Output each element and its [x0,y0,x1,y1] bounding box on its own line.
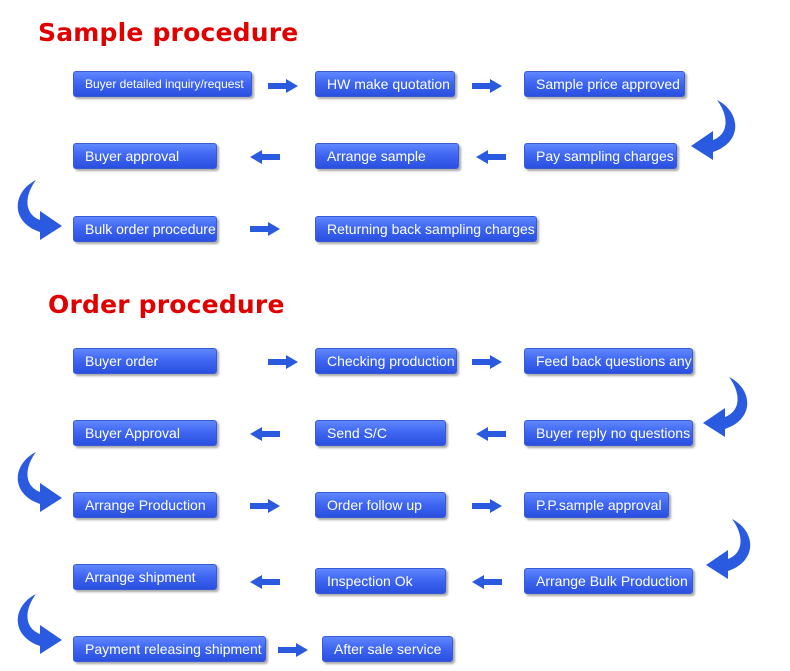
arrow-icon [472,575,502,589]
step-checking-production: Checking production [315,348,457,374]
step-feed-back-questions: Feed back questions any [524,348,693,374]
step-buyer-inquiry: Buyer detailed inquiry/request [73,71,252,97]
arrow-icon [472,499,502,513]
curved-arrow-icon [17,594,62,654]
curved-arrow-icon [706,519,751,579]
arrow-icon [250,222,280,236]
step-sample-price-approved: Sample price approved [524,71,685,97]
step-buyer-order: Buyer order [73,348,217,374]
step-arrange-production: Arrange Production [73,492,217,518]
sample-procedure-title: Sample procedure [38,18,299,47]
arrow-icon [250,575,280,589]
arrow-icon [476,150,506,164]
arrow-icon [278,643,308,657]
arrow-icon [472,79,502,93]
arrow-icon [268,355,298,369]
step-arrange-sample: Arrange sample [315,143,459,169]
step-arrange-shipment: Arrange shipment [73,564,217,590]
step-returning-sampling-charges: Returning back sampling charges [315,216,537,242]
step-buyer-approval-order: Buyer Approval [73,420,217,446]
curved-arrow-icon [703,377,748,437]
arrow-icon [476,427,506,441]
arrow-icon [250,427,280,441]
curved-arrow-icon [17,180,62,240]
arrow-icon [250,150,280,164]
arrow-icon [472,355,502,369]
step-after-sale-service: After sale service [322,636,453,662]
step-order-follow-up: Order follow up [315,492,446,518]
step-payment-releasing-shipment: Payment releasing shipment [73,636,266,662]
step-buyer-approval: Buyer approval [73,143,217,169]
step-inspection-ok: Inspection Ok [315,568,446,594]
arrow-icon [268,79,298,93]
step-pay-sampling-charges: Pay sampling charges [524,143,677,169]
order-procedure-title: Order procedure [48,290,285,319]
step-pp-sample-approval: P.P.sample approval [524,492,669,518]
step-buyer-reply-no-questions: Buyer reply no questions [524,420,693,446]
arrow-icon [250,499,280,513]
step-send-sc: Send S/C [315,420,446,446]
curved-arrow-icon [691,100,736,160]
step-bulk-order-procedure: Bulk order procedure [73,216,217,242]
step-arrange-bulk-production: Arrange Bulk Production [524,568,693,594]
step-hw-quotation: HW make quotation [315,71,455,97]
curved-arrow-icon [17,452,62,512]
